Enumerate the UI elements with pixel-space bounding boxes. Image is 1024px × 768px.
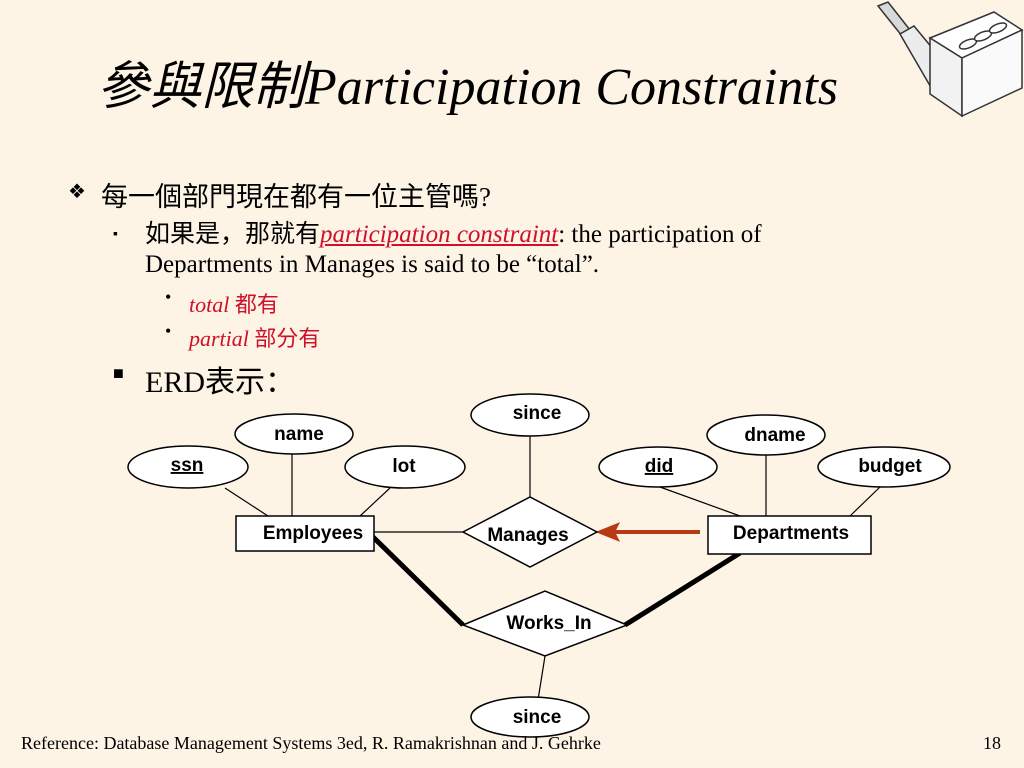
relationship-works-in: Works_In bbox=[460, 590, 630, 657]
square-bullet-icon: ■ bbox=[113, 363, 124, 383]
total-desc: 都有 bbox=[229, 292, 279, 317]
reference-footer: Reference: Database Management Systems 3… bbox=[21, 733, 601, 753]
attribute-ssn: ssn bbox=[127, 445, 249, 489]
title-chinese: 參與限制 bbox=[97, 59, 306, 116]
attribute-name: name bbox=[234, 413, 354, 455]
total-term: total bbox=[189, 292, 230, 317]
attribute-dname-label: dname bbox=[744, 425, 805, 446]
attribute-manages-since: since bbox=[470, 393, 590, 437]
employees-worksin-line bbox=[370, 534, 465, 627]
bullet-level2-text: 如果是，那就有participation constraint: the par… bbox=[145, 220, 885, 280]
attribute-connectors bbox=[224, 436, 881, 701]
relationship-manages: Manages bbox=[461, 496, 599, 568]
entity-departments: Departments bbox=[707, 515, 872, 555]
attribute-did-label: did bbox=[645, 456, 674, 477]
dot-bullet-icon: • bbox=[165, 287, 172, 307]
title-english: Participation Constraints bbox=[305, 59, 839, 116]
bullet-level1-text: 每一個部門現在都有一位主管嗎? bbox=[101, 182, 491, 212]
attribute-budget: budget bbox=[817, 446, 951, 488]
brick-trowel-icon bbox=[876, 1, 1024, 118]
attribute-ssn-label: ssn bbox=[171, 455, 204, 476]
diamond-bullet-icon: ❖ bbox=[68, 181, 86, 203]
attribute-dname: dname bbox=[706, 414, 826, 456]
erd-label: ERD表示： bbox=[145, 366, 295, 399]
square-bullet-icon: ▪ bbox=[113, 227, 118, 242]
page-number: 18 bbox=[983, 733, 1001, 753]
attribute-lot-label: lot bbox=[392, 456, 416, 477]
attribute-did: did bbox=[598, 446, 718, 488]
entity-employees: Employees bbox=[235, 515, 375, 552]
slide-title: 參與限制Participation Constraints bbox=[97, 62, 838, 114]
entity-employees-label: Employees bbox=[263, 523, 363, 544]
departments-worksin-line bbox=[623, 550, 742, 628]
attribute-works-in-since: since bbox=[470, 696, 590, 738]
arrow-head-icon bbox=[595, 522, 621, 542]
bullet-level2-rest: : the participation of Departments in Ma… bbox=[145, 221, 762, 278]
attribute-name-label: name bbox=[274, 424, 324, 445]
attribute-works-in-since-label: since bbox=[513, 707, 562, 728]
relationship-manages-label: Manages bbox=[487, 525, 568, 546]
attribute-lot: lot bbox=[344, 445, 466, 489]
attribute-budget-label: budget bbox=[858, 456, 922, 477]
relationship-works-in-label: Works_In bbox=[506, 613, 591, 634]
bullet-level2-prefix: 如果是，那就有 bbox=[145, 221, 321, 248]
entity-departments-label: Departments bbox=[733, 523, 849, 544]
partial-term: partial bbox=[189, 326, 249, 351]
dot-bullet-icon: • bbox=[165, 321, 172, 341]
participation-constraint-term: participation constraint bbox=[320, 221, 559, 248]
attribute-manages-since-label: since bbox=[513, 403, 562, 424]
partial-desc: 部分有 bbox=[248, 326, 321, 351]
